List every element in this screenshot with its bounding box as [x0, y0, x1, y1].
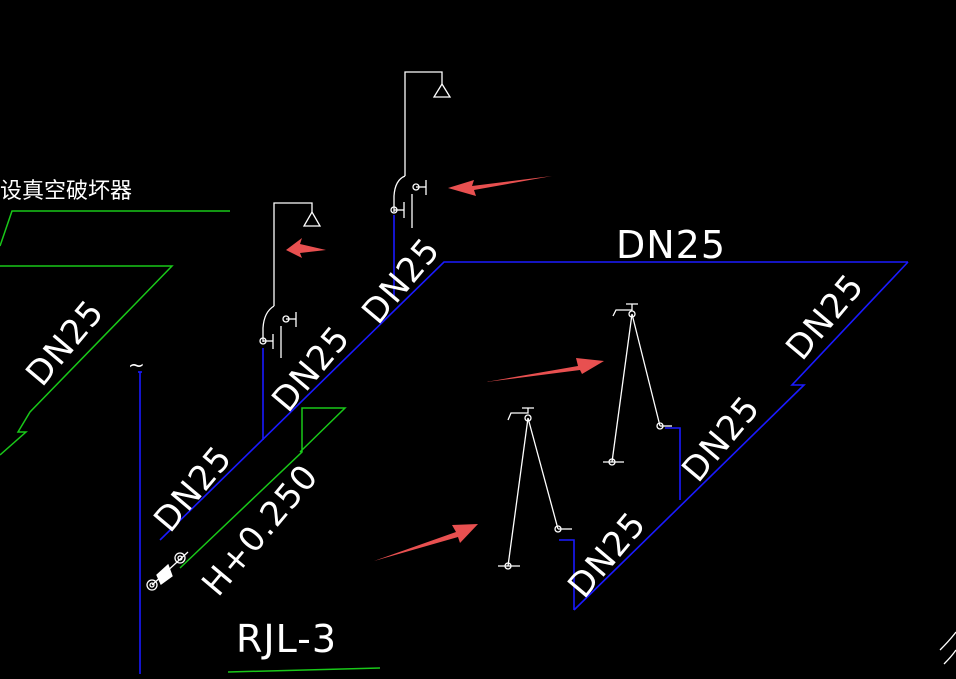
red-arrow: [286, 238, 326, 258]
label-top-horizontal: DN25: [616, 223, 726, 267]
label-right-upper-diag: DN25: [778, 266, 872, 367]
main-diagonal-pipe: [159, 261, 908, 541]
valve-icon: [498, 407, 572, 570]
green-top-leader: [0, 210, 230, 247]
right-stub-1: [559, 539, 575, 610]
valve-icon: [603, 303, 672, 466]
label-riser-id: RJL-3: [236, 617, 337, 661]
green-diag-pipe: [0, 265, 174, 456]
green-lines: [0, 210, 381, 673]
label-upper-riser-diag: DN25: [354, 230, 448, 331]
red-arrow: [374, 524, 478, 561]
water-meter-icon: [146, 551, 189, 591]
label-left-green-diag: DN25: [18, 292, 112, 393]
shower-head-icon: [404, 71, 452, 176]
shower-head-icon: [273, 202, 322, 306]
label-right-middle-diag: DN25: [674, 388, 768, 489]
text-labels: DN25 DN25 DN25 DN25 DN25 DN25 DN25 DN25 …: [0, 179, 872, 661]
label-note-cn: 设真空破坏器: [0, 179, 132, 204]
green-elevation-leader: [179, 407, 347, 569]
label-middle-diag: DN25: [264, 318, 358, 419]
red-arrow: [486, 358, 604, 382]
right-lower-pipe: [573, 261, 909, 611]
green-bottom-leader: [227, 667, 381, 673]
red-arrows: [286, 176, 604, 561]
blue-pipes: [138, 215, 909, 674]
red-arrow: [448, 176, 552, 196]
faucet-icon: [259, 305, 297, 358]
faucet-icon: [390, 175, 427, 228]
label-tilde: ~: [128, 353, 145, 377]
right-stub-2: [665, 427, 681, 500]
white-fixtures: [146, 71, 672, 591]
edge-fragment: [939, 631, 956, 665]
